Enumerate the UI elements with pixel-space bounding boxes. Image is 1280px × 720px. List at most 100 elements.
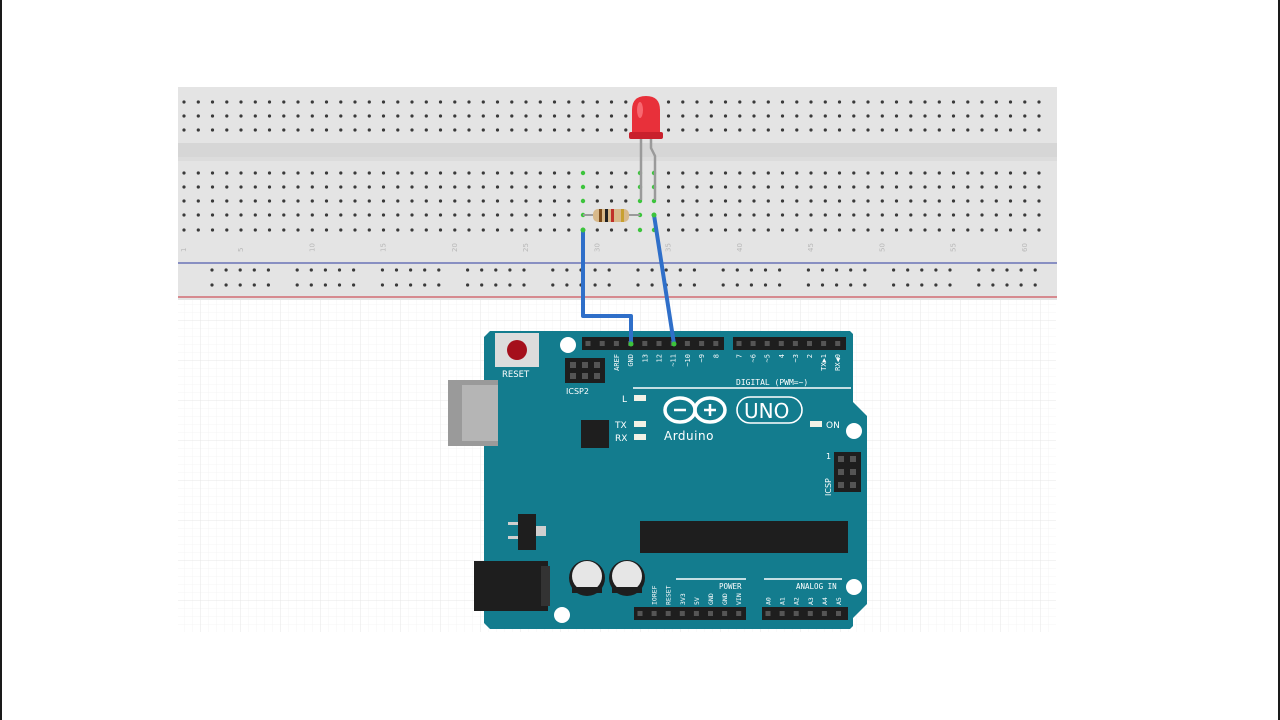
column-number: 45 — [807, 243, 815, 252]
power-pin-label: IOREF — [651, 585, 659, 605]
jumper-wires[interactable] — [580, 212, 677, 347]
bottom-pin-sockets — [637, 611, 841, 616]
column-number: 5 — [237, 248, 245, 252]
digital-pin-label: RX◀0 — [834, 354, 842, 371]
power-pin-label: GND — [721, 593, 729, 605]
regulator-pin-2 — [508, 536, 518, 539]
analog-pin-label: A3 — [807, 597, 815, 605]
digital-pin-label: TX▶1 — [820, 354, 828, 371]
red-led[interactable] — [629, 96, 663, 200]
voltage-regulator — [518, 514, 536, 550]
microcontroller-chip — [640, 521, 848, 553]
column-number: 10 — [308, 243, 316, 252]
channel-shade — [178, 157, 1057, 161]
digital-pin-label: 4 — [778, 354, 786, 358]
mount-hole-bottom-left — [554, 607, 570, 623]
capacitor-left — [569, 560, 605, 596]
analog-pin-label: A2 — [793, 597, 801, 605]
tx-label: TX — [614, 421, 627, 431]
icsp2-label: ICSP2 — [566, 387, 589, 396]
breadboard-center-channel — [178, 143, 1057, 157]
power-jack[interactable] — [474, 561, 548, 611]
digital-label: DIGITAL (PWM=~) — [736, 378, 808, 387]
reset-button[interactable] — [507, 340, 527, 360]
usb-port-inner — [462, 385, 498, 441]
column-number: 50 — [878, 243, 886, 252]
breadboard-holes — [182, 100, 1041, 287]
icsp-pins — [838, 456, 856, 488]
power-label: POWER — [719, 582, 742, 591]
l-label: L — [622, 395, 627, 405]
usb-chip — [581, 420, 609, 448]
column-number: 40 — [736, 243, 744, 252]
digital-pin-label: 8 — [712, 354, 720, 358]
led-body — [632, 96, 660, 134]
rx-indicator — [634, 434, 646, 440]
icsp-label: ICSP — [824, 478, 833, 496]
on-label: ON — [826, 421, 840, 431]
uno-label: UNO — [744, 399, 789, 423]
tx-indicator — [634, 421, 646, 427]
capacitor-right — [609, 560, 645, 596]
power-pin-label: GND — [707, 593, 715, 605]
resistor[interactable] — [583, 209, 640, 222]
icsp2-pins — [570, 362, 600, 379]
digital-header-right — [733, 337, 846, 350]
l-indicator — [634, 395, 646, 401]
column-number: 60 — [1021, 243, 1029, 252]
frame-border-right — [1278, 0, 1280, 720]
column-number: 55 — [950, 243, 958, 252]
resistor-band-1 — [599, 209, 602, 222]
wire-gnd-end-breadboard — [580, 227, 586, 233]
column-number: 35 — [665, 243, 673, 252]
power-jack-edge — [541, 566, 550, 606]
analog-label: ANALOG IN — [796, 582, 837, 591]
analog-pin-label: A1 — [779, 597, 787, 605]
frame-border-left — [0, 0, 2, 720]
digital-pin-label: ~3 — [792, 354, 800, 362]
regulator-tab — [536, 526, 546, 536]
mount-hole-right-bottom — [846, 579, 862, 595]
power-pin-label: 5V — [693, 597, 701, 605]
digital-pin-label: 13 — [641, 354, 649, 362]
power-pin-label: RESET — [665, 585, 673, 605]
arduino-logo-icon — [663, 396, 727, 424]
digital-pin-label: ~5 — [764, 354, 772, 362]
digital-pin-label: ~6 — [750, 354, 758, 362]
wire-gnd-end-arduino — [628, 341, 634, 347]
rx-label: RX — [615, 434, 627, 444]
digital-pin-label: 2 — [806, 354, 814, 358]
led-highlight — [637, 102, 643, 118]
column-number: 20 — [451, 243, 459, 252]
column-number: 25 — [522, 243, 530, 252]
wire-gnd[interactable] — [581, 230, 633, 344]
mount-hole-top-left — [560, 337, 576, 353]
uno-badge — [736, 396, 803, 424]
power-pin-label: 3V3 — [679, 593, 687, 605]
on-indicator — [810, 421, 822, 427]
icsp-pin1-label: 1 — [826, 452, 831, 461]
analog-pin-label: A0 — [765, 597, 773, 605]
power-header — [634, 607, 746, 620]
column-number: 30 — [593, 243, 601, 252]
reset-label: RESET — [502, 370, 530, 380]
digital-pin-label: ~10 — [684, 354, 692, 367]
led-rim — [629, 132, 663, 139]
wire-pin11-end-breadboard — [651, 212, 657, 218]
resistor-band-2 — [605, 209, 608, 222]
digital-pin-label: ~9 — [698, 354, 706, 362]
arduino-brand-label: Arduino — [664, 429, 714, 443]
digital-pin-label: ~11 — [670, 354, 678, 367]
wire-pin-11[interactable] — [652, 213, 676, 346]
digital-pin-label: GND — [627, 354, 635, 367]
arduino-pcb — [484, 331, 867, 629]
analog-pin-label: A5 — [835, 597, 843, 605]
analog-pin-label: A4 — [821, 597, 829, 605]
digital-header-left — [582, 337, 724, 350]
column-number: 15 — [380, 243, 388, 252]
column-number: 1 — [180, 248, 188, 252]
